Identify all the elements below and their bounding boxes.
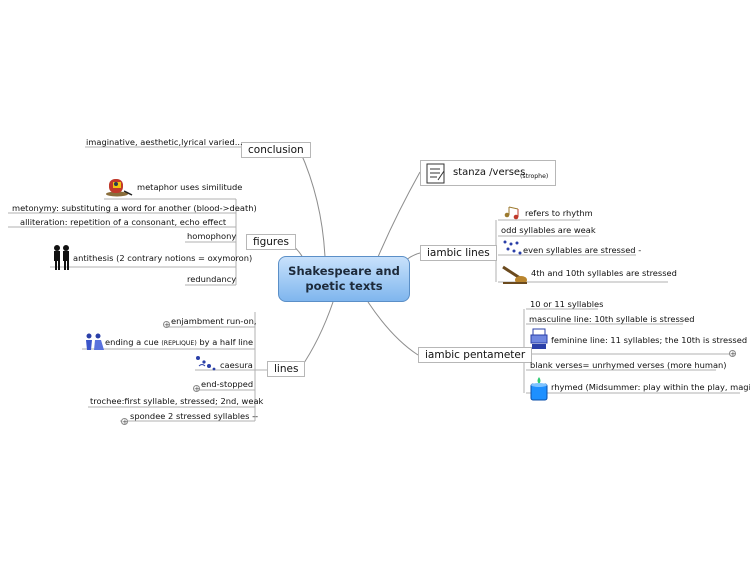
people-group-icon bbox=[86, 333, 104, 350]
expand-icon[interactable]: + bbox=[729, 350, 736, 358]
topic-stanza[interactable]: stanza /verses (strophe) bbox=[420, 160, 556, 186]
subtopic-ending-cue[interactable]: ending a cue (REPLIQUE) by a half line bbox=[105, 337, 253, 349]
ending-cue-text: ending a cue bbox=[105, 337, 159, 347]
strophe-note: (strophe) bbox=[520, 173, 549, 180]
subtopic-enjambment[interactable]: enjambment run-on, bbox=[171, 316, 257, 326]
paint-bucket-icon bbox=[530, 377, 548, 401]
subtopic-odd-syllables[interactable]: odd syllables are weak bbox=[501, 225, 596, 235]
two-figures-icon bbox=[54, 245, 69, 270]
subtopic-masculine[interactable]: masculine line: 10th syllable is stresse… bbox=[529, 314, 695, 324]
replique-note: (REPLIQUE) bbox=[161, 340, 197, 347]
central-topic-line1: Shakespeare and bbox=[288, 264, 400, 278]
subtopic-4th-10th[interactable]: 4th and 10th syllables are stressed bbox=[531, 268, 677, 278]
expand-icon[interactable]: + bbox=[193, 385, 200, 393]
topic-iambic-lines[interactable]: iambic lines bbox=[420, 245, 497, 261]
half-line-text: by a half line bbox=[199, 337, 254, 347]
typewriter-icon bbox=[530, 328, 548, 349]
subtopic-alliteration[interactable]: alliteration: repetition of a consonant,… bbox=[20, 217, 227, 227]
subtopic-feminine[interactable]: feminine line: 11 syllables; the 10th is… bbox=[551, 335, 748, 345]
subtopic-conclusion-1[interactable]: imaginative, aesthetic,lyrical varied... bbox=[86, 137, 243, 147]
subtopic-homophony[interactable]: homophony bbox=[187, 231, 237, 241]
subtopic-even-syllables[interactable]: even syllables are stressed - bbox=[523, 245, 642, 255]
central-topic[interactable]: Shakespeare and poetic texts bbox=[278, 256, 410, 302]
subtopic-metaphor[interactable]: metaphor uses similitude bbox=[137, 182, 243, 192]
scattered-notes-icon bbox=[503, 240, 522, 255]
subtopic-blank-verses[interactable]: blank verses= unrhymed verses (more huma… bbox=[530, 360, 727, 370]
document-icon bbox=[426, 163, 445, 184]
subtopic-antithesis[interactable]: antithesis (2 contrary notions = oxymoro… bbox=[73, 253, 253, 263]
topic-iambic-pentameter[interactable]: iambic pentameter bbox=[418, 347, 533, 363]
expand-icon[interactable]: + bbox=[163, 321, 170, 329]
subtopic-spondee[interactable]: spondee 2 stressed syllables -- bbox=[130, 411, 259, 421]
topic-figures[interactable]: figures bbox=[246, 234, 296, 250]
subtopic-rhymed[interactable]: rhymed (Midsummer: play within the play,… bbox=[551, 382, 750, 392]
subtopic-redundancy[interactable]: redundancy bbox=[187, 274, 237, 284]
central-topic-line2: poetic texts bbox=[305, 279, 383, 293]
subtopic-end-stopped[interactable]: end-stopped bbox=[201, 379, 254, 389]
topic-conclusion[interactable]: conclusion bbox=[241, 142, 311, 158]
musical-notes-icon bbox=[504, 206, 519, 220]
fire-hydrant-icon bbox=[106, 179, 133, 197]
topic-lines[interactable]: lines bbox=[267, 361, 306, 377]
subtopic-trochee[interactable]: trochee:first syllable, stressed; 2nd, w… bbox=[90, 396, 264, 406]
subtopic-rhythm[interactable]: refers to rhythm bbox=[525, 208, 593, 218]
subtopic-10-11-syllables[interactable]: 10 or 11 syllables bbox=[530, 299, 604, 309]
expand-icon[interactable]: + bbox=[121, 418, 128, 426]
stanza-label: stanza /verses bbox=[453, 167, 526, 178]
musical-instrument-icon bbox=[502, 265, 527, 284]
scattered-marks-icon bbox=[196, 356, 216, 371]
subtopic-caesura[interactable]: caesura bbox=[220, 360, 253, 370]
subtopic-metonymy[interactable]: metonymy: substituting a word for anothe… bbox=[12, 203, 257, 213]
